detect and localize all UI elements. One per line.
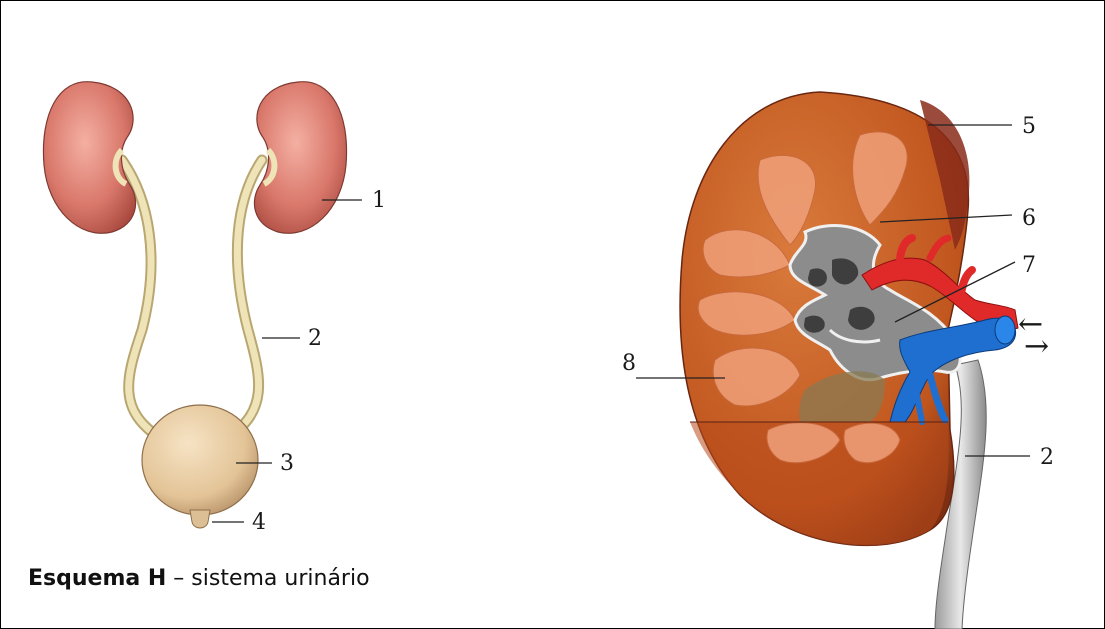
label-1: 1	[372, 188, 386, 213]
left-kidney	[43, 82, 135, 234]
label-3: 3	[280, 451, 294, 476]
left-urinary-system: 1 2 3 4	[43, 82, 386, 535]
caption-subtitle: sistema urinário	[191, 566, 369, 591]
kidney-cross-section: ← → 5 6 7 8 2	[622, 92, 1054, 629]
right-kidney	[254, 82, 346, 234]
label-2-right: 2	[1040, 445, 1054, 470]
urethra	[190, 510, 210, 528]
label-8: 8	[622, 351, 636, 376]
caption-title: Esquema H	[28, 566, 166, 591]
flow-arrows: ← →	[1018, 307, 1049, 364]
label-2-left: 2	[308, 326, 322, 351]
figure-caption: Esquema H – sistema urinário	[28, 566, 370, 591]
caption-separator: –	[166, 566, 191, 591]
label-5: 5	[1022, 114, 1036, 139]
label-7: 7	[1022, 253, 1036, 278]
bladder	[142, 405, 258, 515]
arrow-out: →	[1024, 329, 1049, 364]
label-6: 6	[1022, 206, 1036, 231]
label-4: 4	[252, 510, 266, 535]
